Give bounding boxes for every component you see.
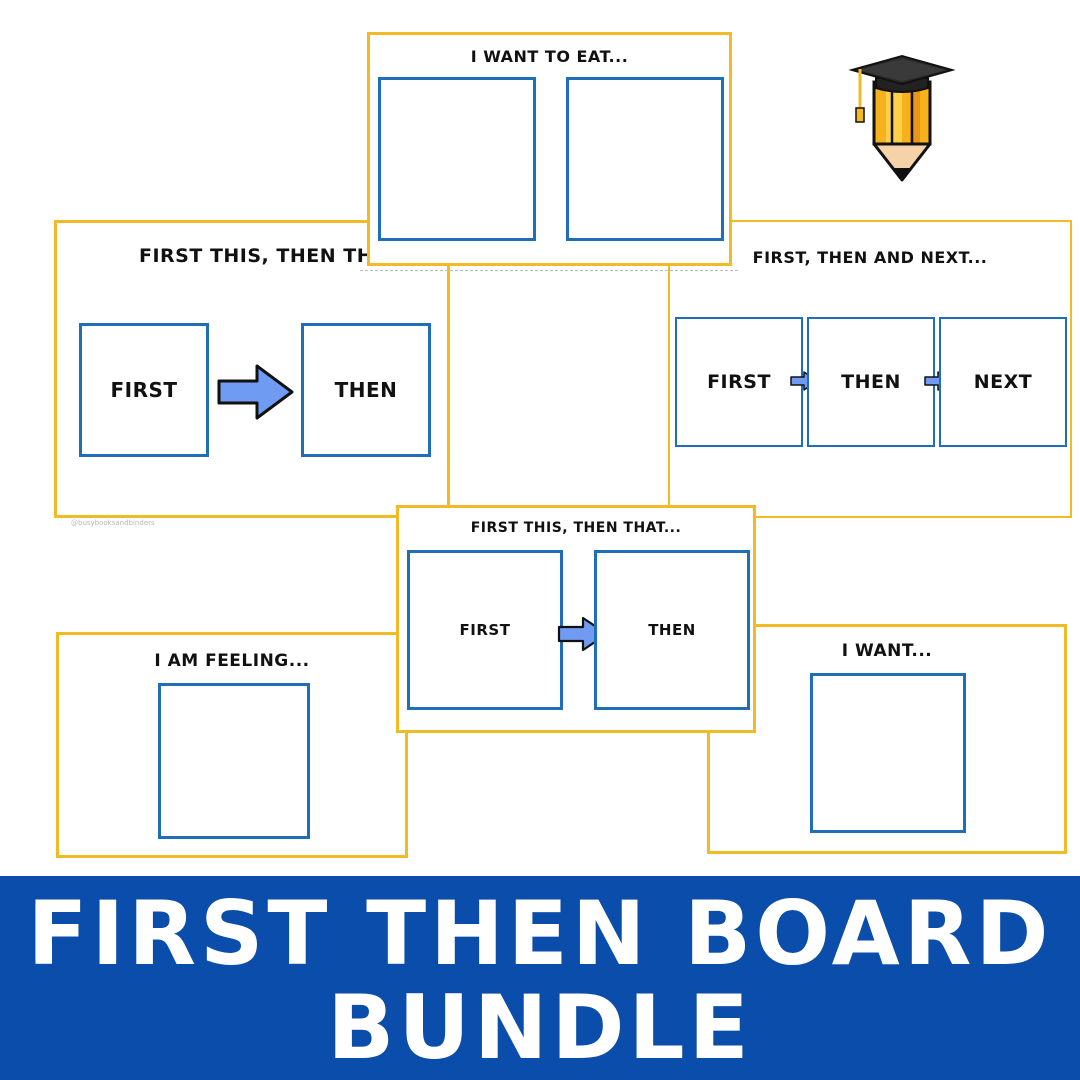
- then-box: THEN: [301, 323, 431, 457]
- want-box: [810, 673, 966, 833]
- next-box: NEXT: [939, 317, 1067, 447]
- first-label: FIRST: [459, 621, 511, 639]
- title-banner: FIRST THEN BOARD BUNDLE: [0, 876, 1080, 1080]
- card-first-then-next: FIRST, THEN AND NEXT... FIRST THEN NEXT: [668, 220, 1072, 518]
- first-box: FIRST: [407, 550, 563, 710]
- banner-title-line-2: BUNDLE: [327, 976, 753, 1079]
- then-label: THEN: [648, 621, 696, 639]
- card-i-want-to-eat: I WANT TO EAT...: [367, 32, 732, 266]
- first-label: FIRST: [110, 378, 178, 402]
- banner-title-line-1: FIRST THEN BOARD: [27, 882, 1053, 985]
- right-arrow-icon: [217, 364, 294, 420]
- first-box: FIRST: [79, 323, 209, 457]
- card-title: I AM FEELING...: [154, 651, 310, 671]
- card-title: I WANT TO EAT...: [470, 47, 629, 66]
- food-box-left: [378, 77, 536, 241]
- card-title: FIRST THIS, THEN THAT: [139, 245, 401, 267]
- card-i-want: I WANT...: [707, 624, 1067, 854]
- then-label: THEN: [334, 378, 398, 402]
- then-label: THEN: [841, 371, 901, 393]
- card-first-this-then-that-large: FIRST THIS, THEN THAT FIRST THEN @busybo…: [54, 220, 450, 527]
- card-first-this-then-that-small: FIRST THIS, THEN THAT... FIRST THEN: [396, 505, 756, 733]
- next-label: NEXT: [973, 371, 1033, 393]
- first-label: FIRST: [707, 371, 771, 393]
- card-title: FIRST, THEN AND NEXT...: [752, 248, 988, 267]
- then-box: THEN: [807, 317, 935, 447]
- watermark: @busybooksandbinders: [71, 519, 155, 527]
- then-box: THEN: [594, 550, 750, 710]
- card-title: I WANT...: [841, 641, 933, 661]
- pencil-with-graduation-cap-icon: [848, 54, 956, 182]
- card-i-am-feeling: I AM FEELING...: [56, 632, 408, 858]
- feeling-box: [158, 683, 310, 839]
- card-title: FIRST THIS, THEN THAT...: [470, 520, 682, 536]
- food-box-right: [566, 77, 724, 241]
- divider: [360, 270, 738, 271]
- first-box: FIRST: [675, 317, 803, 447]
